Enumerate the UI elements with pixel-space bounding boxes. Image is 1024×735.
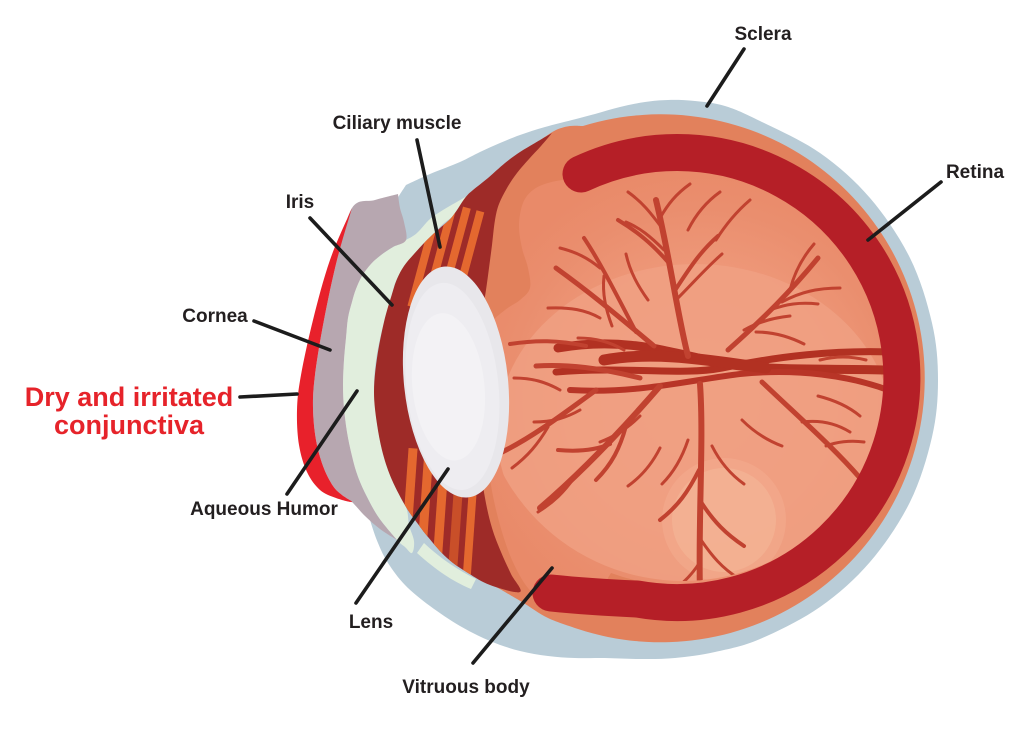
svg-text:Ciliary muscle: Ciliary muscle [333,113,462,134]
svg-text:conjunctiva: conjunctiva [54,410,205,440]
svg-text:Lens: Lens [349,612,393,633]
svg-text:Iris: Iris [286,192,315,213]
svg-text:Retina: Retina [946,162,1005,183]
svg-text:Dry and irritated: Dry and irritated [25,382,234,412]
svg-text:Cornea: Cornea [182,306,248,327]
svg-text:Vitruous body: Vitruous body [402,677,530,698]
svg-text:Sclera: Sclera [734,24,791,45]
svg-text:Aqueous Humor: Aqueous Humor [190,499,338,520]
